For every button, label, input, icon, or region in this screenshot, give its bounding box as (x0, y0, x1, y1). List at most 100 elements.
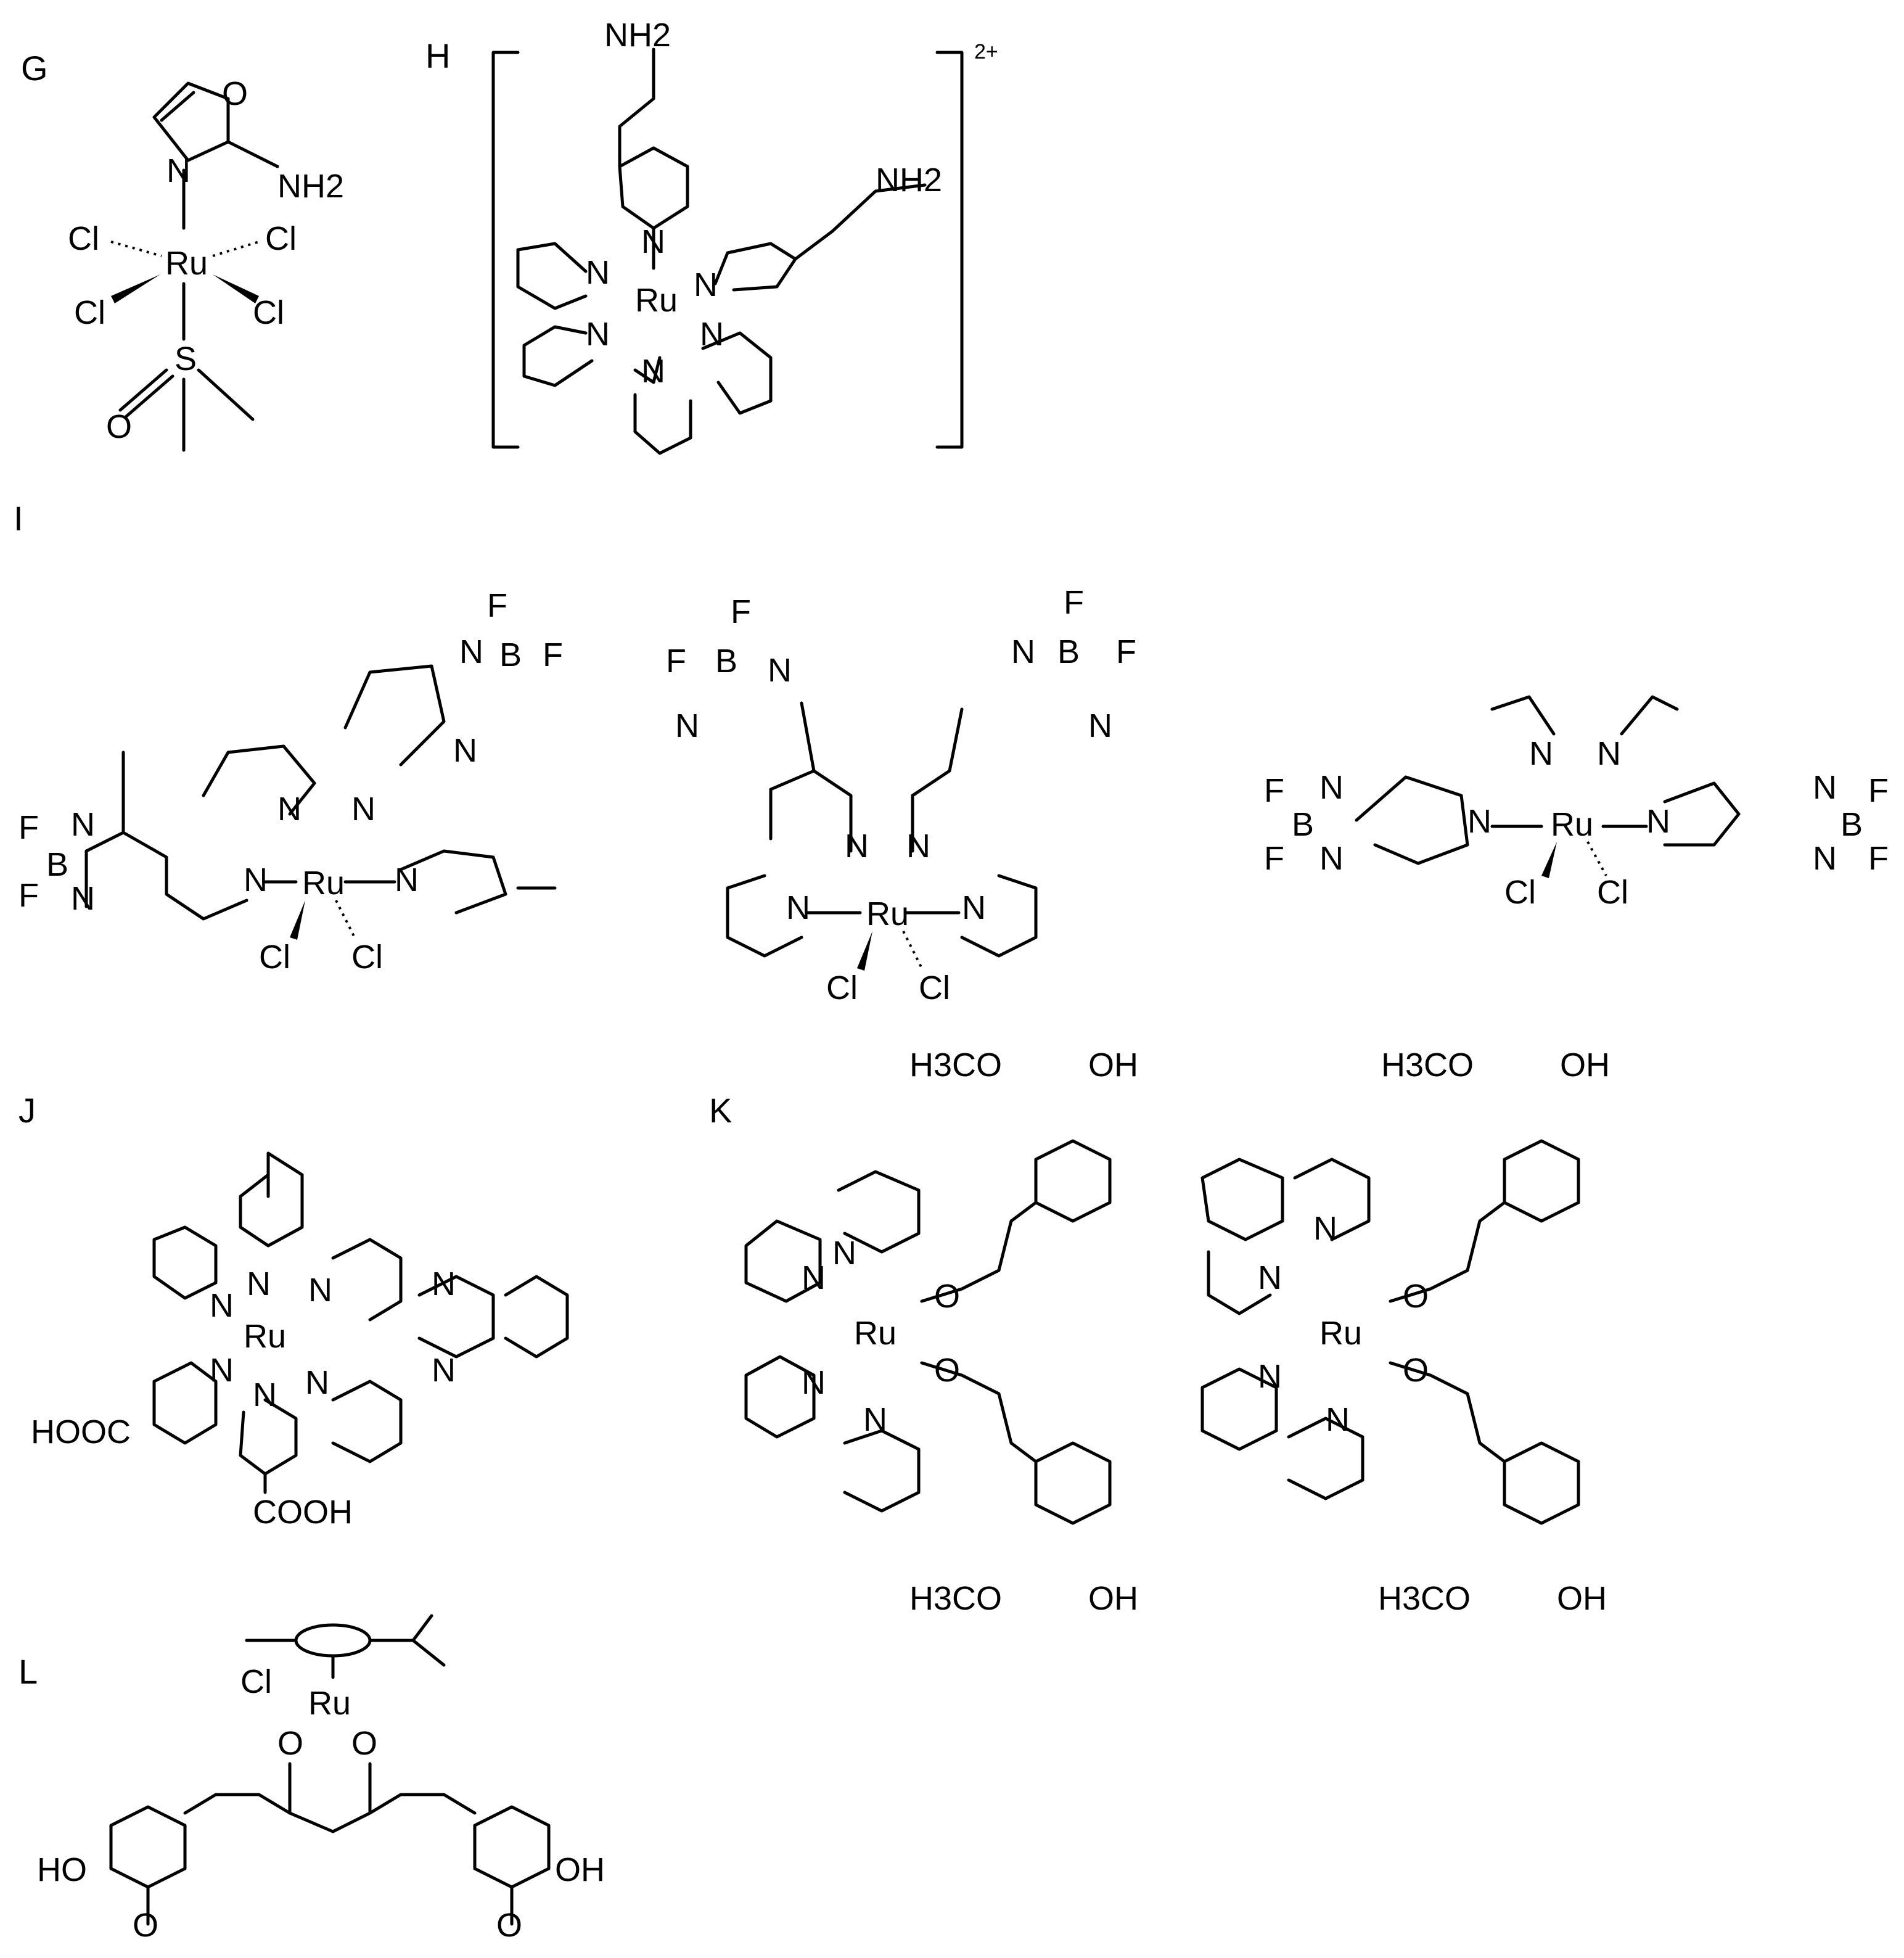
atom-f-i2-3: F (1064, 584, 1084, 621)
atom-oh-k1-1: OH (1088, 1047, 1138, 1084)
structure-i-3: Ru N N N N N N B F F N N B F F Cl Cl (1264, 695, 1889, 911)
panel-label-h: H (425, 36, 450, 75)
atom-n-h-1: N (641, 223, 665, 260)
atom-cl-i2-1: Cl (826, 969, 858, 1006)
atom-n-h-2: N (694, 266, 718, 303)
atom-n-h-4: N (586, 316, 610, 353)
atom-n-k2-4: N (1326, 1401, 1350, 1438)
atom-cl-i3-1: Cl (1504, 874, 1536, 911)
atom-n-i1-5: N (71, 806, 95, 843)
atom-ru-g: Ru (165, 245, 208, 282)
atom-cl-g-4: Cl (253, 294, 284, 331)
structure-i: I Ru N N N N N N B F F N N B F F Cl (14, 499, 1889, 1006)
atom-oh-k1-2: OH (1088, 1580, 1138, 1617)
atom-o-k1-2: O (934, 1352, 960, 1389)
atom-cooh-j: COOH (253, 1494, 353, 1531)
structure-l: L Ru Cl O O HO OH O O (18, 1614, 605, 1944)
atom-n-i2-2: N (906, 828, 930, 865)
atom-ru-k2: Ru (1319, 1315, 1362, 1352)
atom-h3co-k1-1: H3CO (909, 1047, 1002, 1084)
atom-f-i1-2: F (18, 877, 39, 914)
atom-n-i3-8: N (1813, 840, 1837, 877)
atom-b-i1-1: B (46, 846, 68, 883)
atom-n-i3-5: N (1319, 769, 1344, 806)
atom-o-k2-1: O (1403, 1278, 1429, 1315)
atom-n-k1-3: N (802, 1364, 826, 1401)
atom-hooc-j: HOOC (31, 1413, 131, 1450)
panel-label-k: K (709, 1091, 732, 1130)
atom-n-i3-7: N (1813, 769, 1837, 806)
atom-cl-l: Cl (240, 1663, 272, 1700)
atom-o-l-3: O (133, 1907, 158, 1944)
atom-cl-g-3: Cl (74, 294, 105, 331)
atom-o-k1-1: O (934, 1278, 960, 1315)
atom-ru-j: Ru (244, 1318, 286, 1355)
atom-n-j-6: N (253, 1376, 277, 1413)
atom-n-k1-4: N (863, 1401, 887, 1438)
atom-nh2-g: NH2 (277, 168, 344, 205)
structure-i-1: Ru N N N N N N B F F N N B F F Cl Cl (18, 587, 563, 976)
atom-b-i2-1: B (715, 643, 737, 680)
atom-n-i3-4: N (1646, 803, 1670, 840)
atom-cl-i1-1: Cl (259, 939, 290, 976)
atom-f-i3-3: F (1868, 772, 1889, 809)
atom-n-j-8: N (432, 1352, 456, 1389)
atom-n-i2-7: N (1011, 633, 1035, 670)
atom-n-h-3: N (586, 254, 610, 291)
atom-ho-l: HO (37, 1851, 87, 1888)
atom-ru-i2: Ru (866, 895, 909, 932)
structure-i-2: Ru N N N N N B F F N N B F F N Cl Cl (666, 584, 1136, 1006)
atom-o-l-2: O (351, 1725, 377, 1762)
panel-label-l: L (18, 1652, 38, 1691)
atom-n-i2-6: N (675, 707, 699, 744)
panel-label-i: I (14, 499, 23, 538)
atom-n-j-1: N (247, 1265, 271, 1302)
structure-h: H 2+ NH2 N NH2 N Ru N N N N (425, 17, 998, 455)
atom-ru-l: Ru (308, 1685, 351, 1722)
atom-oh-k2-1: OH (1560, 1047, 1610, 1084)
atom-b-i3-2: B (1840, 806, 1863, 843)
atom-n-k1-2: N (802, 1259, 826, 1296)
atom-cl-i3-2: Cl (1597, 874, 1628, 911)
atom-ru-h: Ru (635, 282, 678, 319)
atom-n-k2-2: N (1258, 1259, 1282, 1296)
atom-n-i2-4: N (962, 889, 986, 926)
atom-f-i2-2: F (666, 643, 686, 680)
atom-f-i3-2: F (1264, 840, 1284, 877)
atom-n-j-2: N (210, 1287, 234, 1324)
structure-k-2: Ru N N N N O O H3CO OH H3CO OH (1200, 1047, 1610, 1617)
atom-nh2-h-1: NH2 (604, 17, 671, 54)
atom-n-j-4: N (305, 1364, 329, 1401)
atom-cl-i1-2: Cl (351, 939, 383, 976)
atom-b-i3-1: B (1292, 806, 1314, 843)
atom-f-i1-1: F (18, 809, 39, 846)
atom-oh-k2-2: OH (1557, 1580, 1607, 1617)
atom-n-g: N (166, 152, 191, 189)
atom-n-i1-8: N (453, 732, 477, 769)
atom-n-i1-6: N (71, 880, 95, 917)
atom-f-i1-3: F (487, 587, 507, 624)
atom-n-h-6: N (700, 316, 724, 353)
atom-h3co-k2-1: H3CO (1381, 1047, 1474, 1084)
structure-k-1: Ru N N N N O O H3CO OH H3CO OH (744, 1047, 1138, 1617)
atom-nh2-h-2: NH2 (876, 162, 942, 199)
atom-b-i1-2: B (499, 636, 522, 673)
atom-ru-k1: Ru (854, 1315, 897, 1352)
atom-f-i3-4: F (1868, 840, 1889, 877)
atom-cl-i2-2: Cl (919, 969, 950, 1006)
atom-oh-l: OH (555, 1851, 605, 1888)
atom-n-i1-3: N (351, 791, 375, 828)
atom-n-i2-1: N (845, 828, 869, 865)
atom-n-i2-3: N (786, 889, 810, 926)
atom-n-i3-2: N (1529, 735, 1553, 772)
atom-n-j-7: N (432, 1265, 456, 1302)
atom-f-i2-4: F (1116, 633, 1136, 670)
structure-g: G N O NH2 Ru Cl Cl Cl Cl S O (21, 49, 344, 452)
atom-n-h-5: N (641, 353, 665, 390)
atom-n-i1-2: N (277, 791, 302, 828)
atom-s-g: S (174, 340, 197, 377)
atom-n-i2-5: N (768, 652, 792, 689)
structure-j: J Ru N N N N N N N N HOOC COOH (18, 1091, 569, 1531)
atom-n-j-3: N (308, 1272, 332, 1309)
